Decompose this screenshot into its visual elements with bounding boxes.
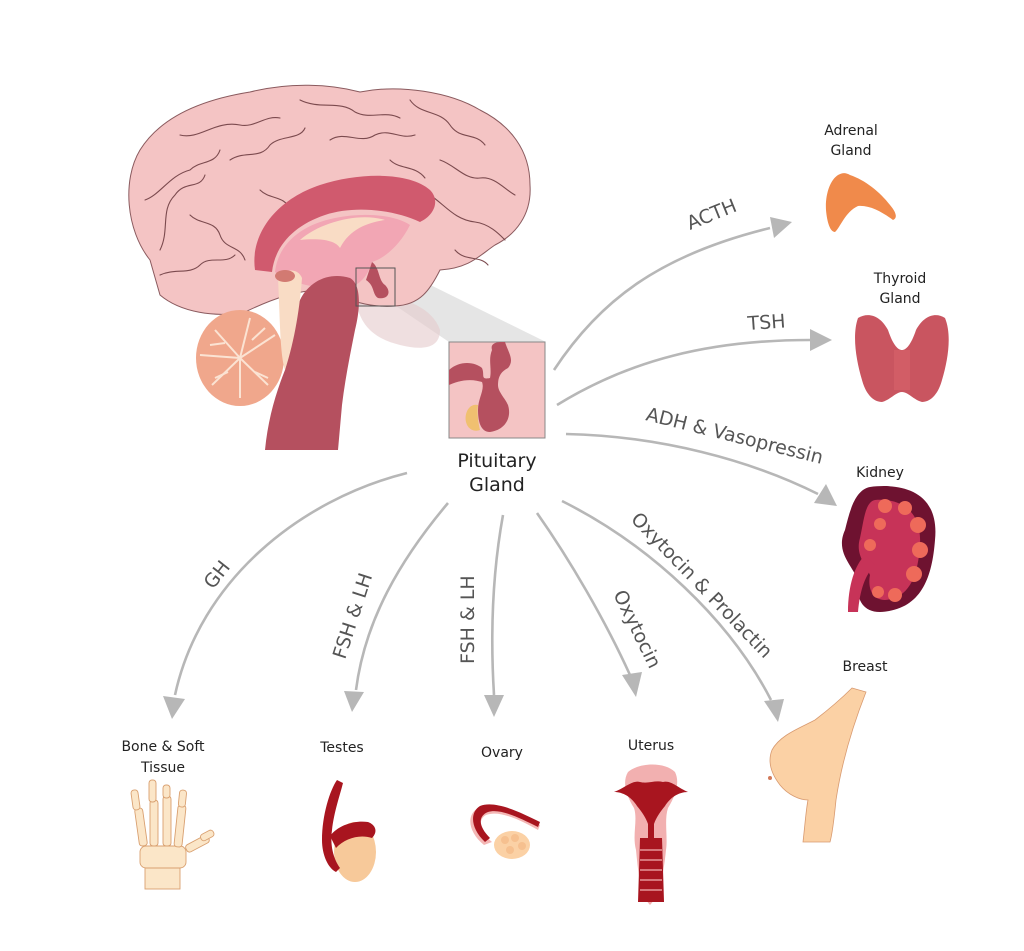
hormone-label-oxytocin: Oxytocin (609, 587, 666, 672)
arrow-adh (565, 432, 837, 506)
cerebellum-folia (199, 317, 276, 398)
organ-label-breast: Breast (842, 659, 888, 675)
pituitary-gland-inset-icon (448, 341, 546, 439)
thyroid-isthmus (894, 350, 910, 390)
arrow-gh (163, 471, 408, 719)
arrow-oxytocin-prolactin (561, 499, 784, 722)
organ-label-bone-line2: Tissue (140, 760, 185, 776)
arrow-oxytocin (535, 512, 642, 697)
organ-label-kidney: Kidney (856, 465, 904, 481)
arrow-tsh (556, 329, 832, 407)
arrows (163, 217, 837, 722)
organ-label-adrenal-line1: Adrenal (824, 123, 878, 139)
hormone-label-fsh-lh-testes: FSH & LH (329, 570, 377, 661)
pineal (275, 270, 295, 282)
hormone-label-gh: GH (200, 557, 235, 593)
testes-icon (322, 780, 376, 882)
ovary-icon (470, 804, 540, 859)
fornix (300, 217, 385, 248)
organ-label-ovary: Ovary (481, 745, 523, 761)
organ-label-thyroid-line2: Gland (879, 291, 920, 307)
brain-sagittal-section-icon (128, 84, 546, 450)
zoom-source-box (355, 267, 396, 307)
breast-icon (769, 687, 867, 843)
hand-skeleton-icon (130, 779, 215, 890)
organ-label-adrenal-line2: Gland (830, 143, 871, 159)
corpus-callosum (254, 175, 436, 272)
brainstem (265, 276, 359, 450)
gyri (144, 99, 516, 276)
organ-label-testes: Testes (319, 740, 363, 756)
arrow-fsh-lh-testes (344, 502, 449, 712)
kidney-icon (841, 486, 936, 612)
thalamus (275, 214, 410, 289)
hypothalamus (366, 262, 389, 299)
organ-label-uterus: Uterus (628, 738, 674, 754)
hormone-label-fsh-lh-ovary: FSH & LH (457, 575, 479, 664)
arrow-acth (552, 217, 792, 371)
hormone-label-acth: ACTH (684, 195, 740, 235)
adrenal-gland-icon (825, 173, 896, 232)
nipple (768, 776, 772, 780)
organ-label-bone-line1: Bone & Soft (121, 739, 205, 755)
pituitary-label-line2: Gland (469, 474, 525, 496)
temporal-lobe-overlay (356, 296, 440, 348)
hormone-label-adh: ADH & Vasopressin (644, 404, 826, 469)
hormone-label-tsh: TSH (746, 310, 786, 335)
organ-label-thyroid-line1: Thyroid (873, 271, 927, 287)
arrow-fsh-lh-ovary (484, 514, 505, 717)
pituitary-label-line1: Pituitary (457, 450, 536, 472)
midbrain-tectum (278, 270, 302, 370)
uterus-icon (614, 764, 688, 905)
